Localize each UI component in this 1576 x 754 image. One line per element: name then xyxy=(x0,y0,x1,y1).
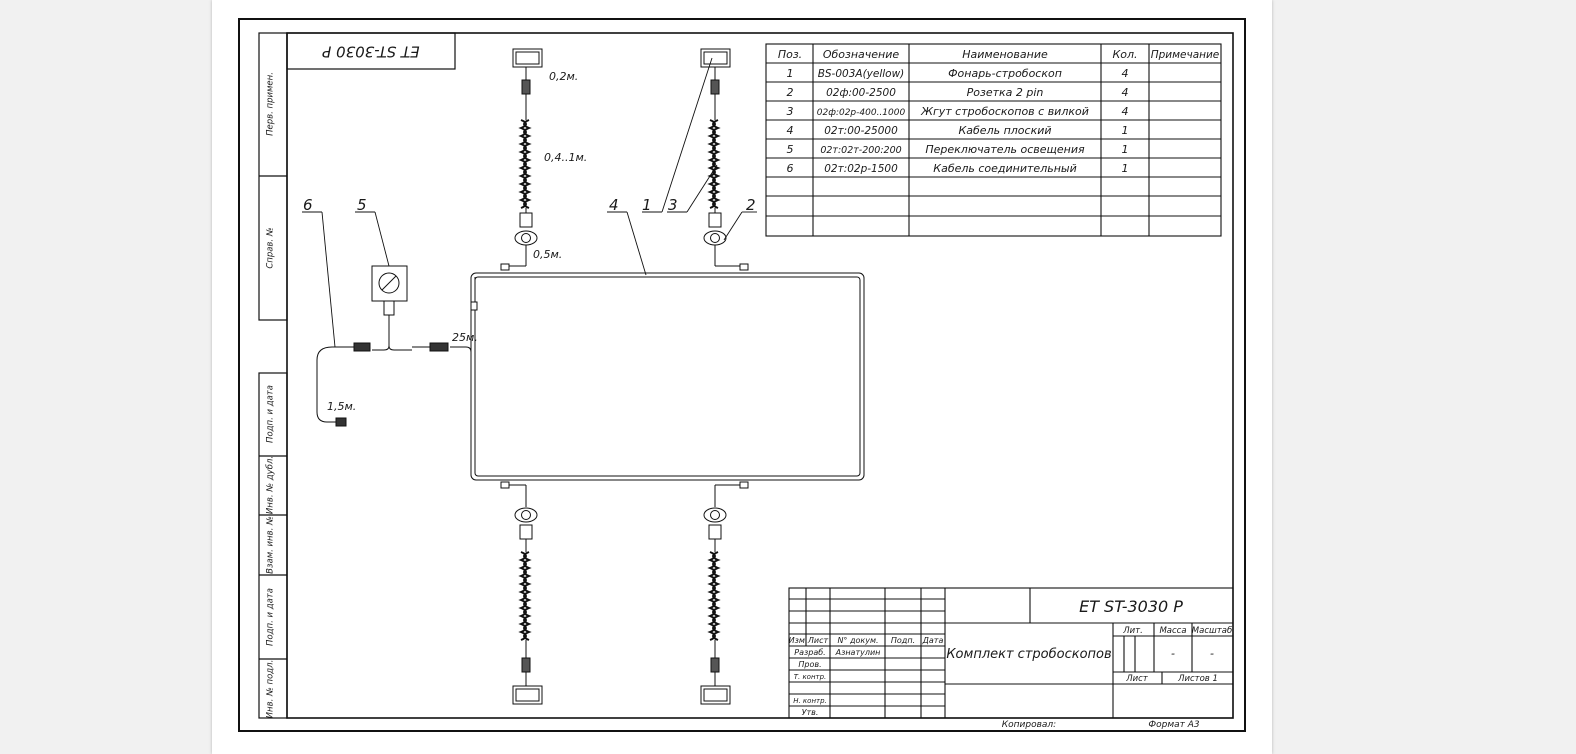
wiring-diagram: ET ST-3030 P Перв. примен. Справ. № Подп… xyxy=(238,18,1246,732)
label-perv-primen: Перв. примен. xyxy=(266,72,276,136)
tb-product-name: Комплект стробоскопов xyxy=(946,647,1111,662)
tb-lit: Лит. xyxy=(1122,626,1143,636)
strobe-branch-top-left xyxy=(500,48,543,271)
tb-sheet: Лист xyxy=(1125,674,1149,684)
tb-format: Формат А3 xyxy=(1148,720,1200,730)
spec-row-pos: 2 xyxy=(787,86,794,99)
tb-sheets: Листов 1 xyxy=(1177,674,1218,684)
tb-massa-value: - xyxy=(1171,647,1175,660)
spec-row-code: 02т:02р-1500 xyxy=(824,163,898,175)
dim-lamp-lead: 0,2м. xyxy=(549,70,578,83)
outer-frame xyxy=(238,18,1246,732)
spec-row-pos: 5 xyxy=(787,143,794,156)
spec-table: Поз. Обозначение Наименование Кол. Приме… xyxy=(765,43,1222,237)
title-block: Изм. Лист N° докум. Подп. Дата Разраб. А… xyxy=(788,587,1234,730)
spec-row-name: Фонарь-стробоскоп xyxy=(948,67,1062,80)
tb-podp: Подп. xyxy=(891,636,915,645)
tb-designation: ET ST-3030 P xyxy=(1079,597,1183,616)
side-column-labels: Перв. примен. Справ. № Подп. и дата Инв.… xyxy=(266,72,276,718)
callout-numbers: 6 5 4 1 3 2 xyxy=(303,196,756,214)
strobe-branch-top-right xyxy=(700,48,749,271)
spec-header-qty: Кол. xyxy=(1112,48,1137,61)
dim-main-cable: 25м. xyxy=(452,331,478,344)
spec-row-name: Переключатель освещения xyxy=(925,143,1085,156)
tb-copied: Копировал: xyxy=(1002,720,1056,730)
drawing-sheet: ET ST-3030 P Перв. примен. Справ. № Подп… xyxy=(212,0,1272,754)
strobe-branch-bottom-left xyxy=(500,481,543,705)
spec-row-pos: 6 xyxy=(787,162,794,175)
dim-spiral: 0,4..1м. xyxy=(544,151,587,164)
spec-row-qty: 1 xyxy=(1122,143,1129,156)
spec-row-code: BS-003A(yellow) xyxy=(818,68,905,80)
spec-row-pos: 1 xyxy=(787,67,794,80)
spec-row-name: Кабель плоский xyxy=(958,124,1051,137)
cable-end-stub xyxy=(470,277,478,311)
tb-t-kontr: Т. контр. xyxy=(794,673,827,681)
spec-header-note: Примечание xyxy=(1151,49,1220,61)
spec-row-qty: 4 xyxy=(1122,67,1129,80)
spec-row-name: Кабель соединительный xyxy=(933,162,1076,175)
tb-data: Дата xyxy=(922,636,944,645)
callout-4: 4 xyxy=(609,196,619,214)
label-vzam-inv: Взам. инв. № xyxy=(266,516,276,574)
spec-row-code: 02ф:02р-400..1000 xyxy=(817,108,906,118)
tb-n-kontr: Н. контр. xyxy=(793,697,827,705)
callout-6: 6 xyxy=(303,196,313,214)
side-columns xyxy=(258,32,288,719)
main-cable-loop xyxy=(470,272,865,481)
spec-row-name: Розетка 2 pin xyxy=(967,86,1044,99)
label-inv-podl: Инв. № подл. xyxy=(266,660,276,719)
dim-socket-lead: 0,5м. xyxy=(533,248,562,261)
spec-row-pos: 4 xyxy=(787,124,794,137)
strobe-branch-bottom-right xyxy=(700,481,749,705)
connection-cable xyxy=(316,342,472,427)
tb-razrab: Разраб. xyxy=(794,648,825,657)
label-podp-data-2: Подп. и дата xyxy=(266,588,276,646)
spec-row-qty: 1 xyxy=(1122,124,1129,137)
dim-plug-lead: 1,5м. xyxy=(327,400,356,413)
spec-header-code: Обозначение xyxy=(823,48,900,61)
label-podp-data-1: Подп. и дата xyxy=(266,385,276,443)
label-sprav-no: Справ. № xyxy=(266,227,276,269)
tb-doc-no: N° докум. xyxy=(837,636,878,645)
spec-row-code: 02т:02т-200:200 xyxy=(820,145,901,156)
label-inv-dubl: Инв. № дубл. xyxy=(266,456,276,514)
spec-row-qty: 1 xyxy=(1122,162,1129,175)
dimension-labels: 0,2м. 0,4..1м. 0,5м. 25м. 1,5м. xyxy=(327,70,587,413)
callout-3: 3 xyxy=(668,196,678,214)
callout-5: 5 xyxy=(357,196,367,214)
callout-leaders xyxy=(302,57,757,348)
spec-row-code: 02т:00-25000 xyxy=(824,125,898,137)
spec-row-qty: 4 xyxy=(1122,105,1129,118)
stamp-rotated-text: ET ST-3030 P xyxy=(321,43,419,61)
spec-row-code: 02ф:00-2500 xyxy=(826,87,896,99)
callout-2: 2 xyxy=(746,196,756,214)
tb-masshtab: Масштаб xyxy=(1192,626,1232,636)
spec-row-name: Жгут стробоскопов с вилкой xyxy=(920,105,1089,118)
tb-utv: Утв. xyxy=(802,708,819,717)
tb-massa: Масса xyxy=(1159,626,1186,636)
tb-razrab-name: Азнатулин xyxy=(835,648,881,657)
tb-masshtab-value: - xyxy=(1210,647,1214,660)
light-switch xyxy=(371,265,408,346)
spec-header-pos: Поз. xyxy=(778,48,802,61)
tb-izm: Изм. xyxy=(789,636,808,645)
tb-prov: Пров. xyxy=(798,660,821,669)
spec-row-qty: 4 xyxy=(1122,86,1129,99)
tb-list: Лист xyxy=(807,636,829,645)
spec-header-name: Наименование xyxy=(962,48,1048,61)
spec-row-pos: 3 xyxy=(787,105,794,118)
callout-1: 1 xyxy=(642,196,652,214)
